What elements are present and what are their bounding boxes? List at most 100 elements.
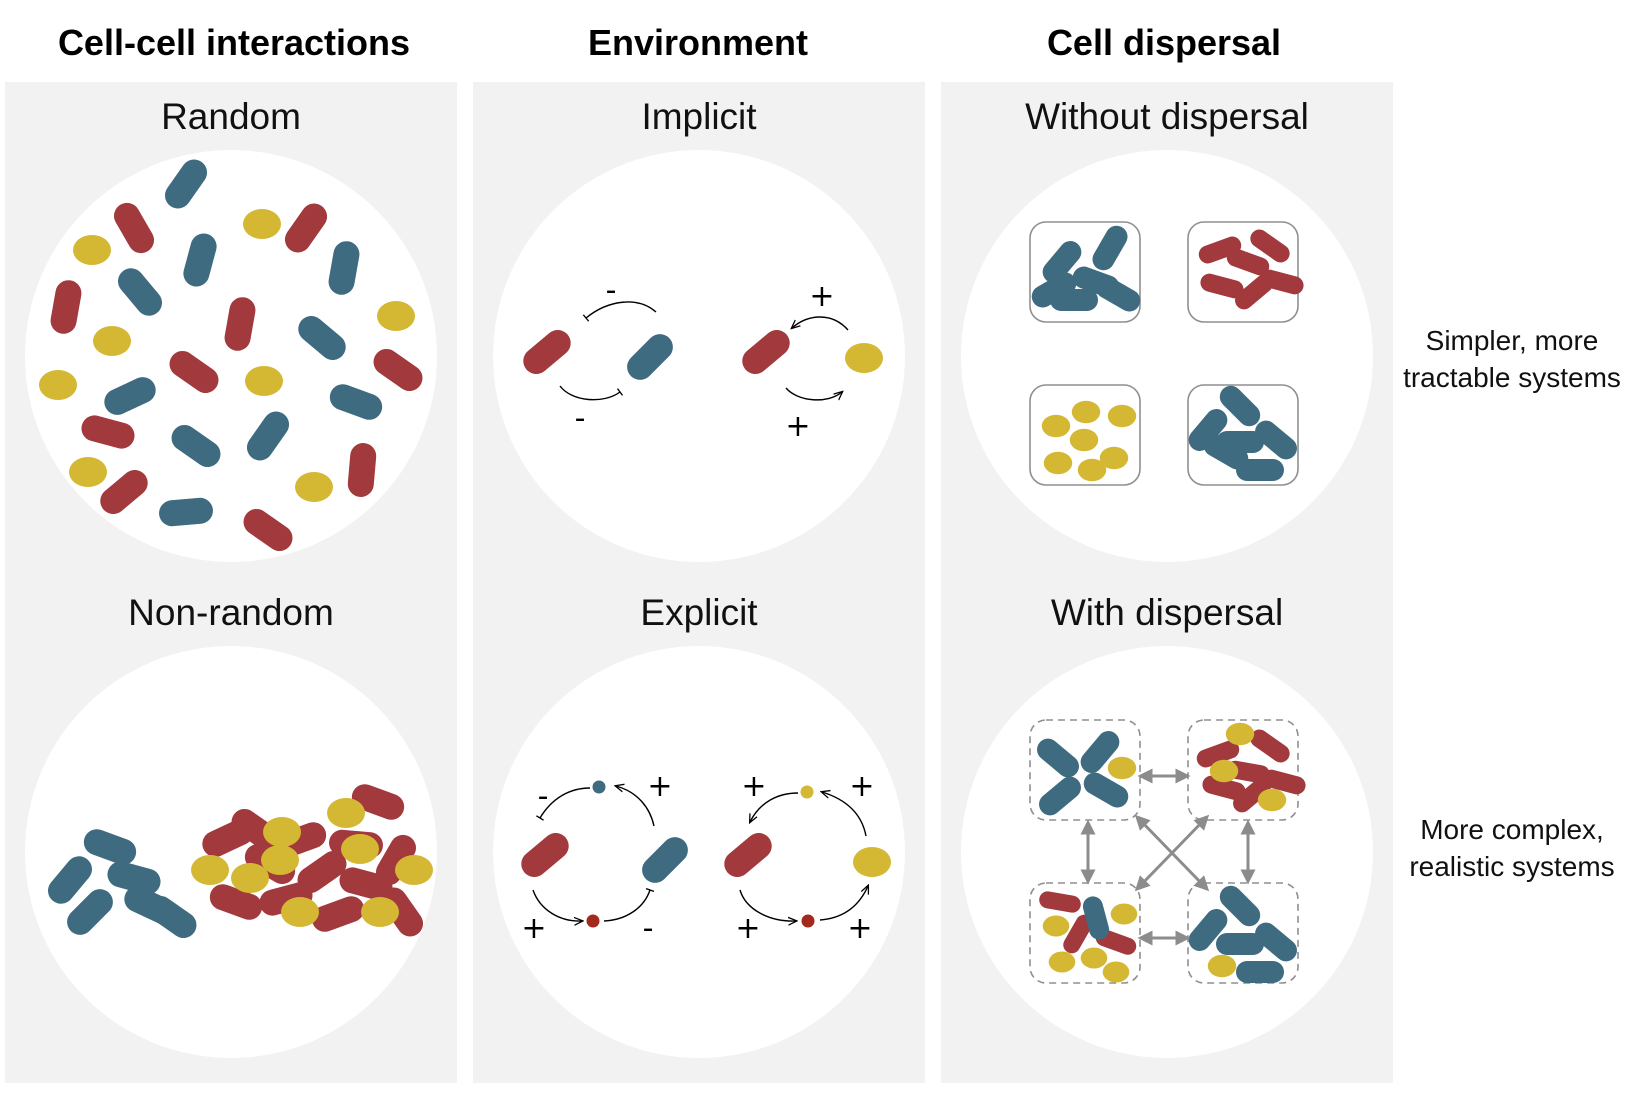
minus-sign: - xyxy=(606,273,617,308)
yellow-cell xyxy=(1102,961,1130,983)
yellow-cell xyxy=(295,472,333,502)
red-cell xyxy=(1262,769,1306,795)
blue-cell xyxy=(1083,772,1129,808)
red-cell xyxy=(376,834,416,886)
yellow-cell xyxy=(1069,428,1099,452)
blue-cell xyxy=(627,334,673,380)
yellow-cell xyxy=(93,326,131,356)
interaction-arrow xyxy=(792,316,849,331)
yellow-cell xyxy=(69,457,107,487)
red-cell xyxy=(373,348,423,392)
blue-cell xyxy=(104,377,156,415)
blue-cell xyxy=(1188,909,1228,951)
yellow-cell xyxy=(845,343,883,373)
label-complex-line1: More complex, xyxy=(1420,814,1604,845)
red-cell xyxy=(1260,269,1304,295)
metabolite-dot xyxy=(800,785,814,799)
blue-cell xyxy=(107,861,161,895)
blue-cell xyxy=(642,837,688,883)
interaction-arrow xyxy=(536,787,591,821)
plus-sign: + xyxy=(521,911,546,946)
blue-cell xyxy=(147,895,197,939)
red-cell xyxy=(523,330,571,374)
interaction-arrow xyxy=(822,792,867,837)
yellow-cell xyxy=(377,301,415,331)
red-cell xyxy=(1226,760,1270,784)
red-cell xyxy=(1202,775,1246,801)
blue-cell xyxy=(328,241,360,295)
red-cell xyxy=(311,896,365,932)
red-cell xyxy=(380,887,424,937)
blue-cell xyxy=(1255,922,1297,962)
plus-sign: + xyxy=(785,409,810,444)
red-cell xyxy=(1200,273,1244,299)
interaction-arrow xyxy=(532,889,582,921)
plus-sign: + xyxy=(849,769,874,804)
yellow-cell xyxy=(341,834,379,864)
yellow-cell xyxy=(39,370,77,400)
yellow-cell xyxy=(1099,446,1129,470)
red-cell xyxy=(297,850,347,894)
red-cell xyxy=(1039,891,1081,913)
yellow-cell xyxy=(245,366,283,396)
red-cell xyxy=(742,330,790,374)
blue-cell xyxy=(1255,420,1297,460)
blue-cell xyxy=(1039,776,1081,816)
blue-cell xyxy=(1219,885,1261,927)
metabolite-dot xyxy=(801,914,815,928)
subtitle-with-dispersal: With dispersal xyxy=(1050,592,1284,633)
yellow-cell xyxy=(327,798,365,828)
interaction-arrow xyxy=(559,385,624,401)
blue-cell xyxy=(183,233,217,287)
minus-sign: - xyxy=(643,911,654,946)
red-cell xyxy=(1063,914,1093,954)
red-cell xyxy=(50,280,82,334)
plus-sign: + xyxy=(741,769,766,804)
blue-cell xyxy=(1216,933,1264,955)
blue-cell xyxy=(118,268,162,316)
plus-sign: + xyxy=(647,769,672,804)
red-cell xyxy=(243,508,293,552)
interaction-arrow xyxy=(785,387,842,401)
blue-cell xyxy=(1219,385,1261,427)
interaction-arrow xyxy=(819,886,868,921)
label-complex-systems: More complex, realistic systems xyxy=(1392,811,1632,885)
red-cell xyxy=(81,415,135,449)
blue-cell xyxy=(1050,289,1098,311)
blue-cell xyxy=(159,497,213,527)
yellow-cell xyxy=(1048,951,1076,973)
blue-cell xyxy=(1095,276,1141,312)
circle-without-dispersal xyxy=(961,150,1373,562)
plus-sign: + xyxy=(735,911,760,946)
subtitle-non-random: Non-random xyxy=(128,592,334,633)
dispersal-arrow xyxy=(1134,814,1210,892)
blue-cell xyxy=(83,829,137,865)
red-cell xyxy=(114,202,154,254)
metabolite-dot xyxy=(586,914,600,928)
red-cell xyxy=(347,443,377,497)
red-cell xyxy=(209,884,263,920)
yellow-cell xyxy=(1207,954,1237,978)
interaction-arrow xyxy=(750,792,799,822)
blue-cell xyxy=(246,411,290,461)
label-complex-line2: realistic systems xyxy=(1409,851,1615,882)
red-cell xyxy=(521,833,569,877)
blue-cell xyxy=(171,424,221,468)
plus-sign: + xyxy=(847,911,872,946)
yellow-cell xyxy=(1107,756,1137,780)
yellow-cell xyxy=(1071,400,1101,424)
blue-cell xyxy=(1037,738,1079,778)
column-title-cell-cell-interactions: Cell-cell interactions xyxy=(57,22,411,63)
blue-cell xyxy=(1236,961,1284,983)
blue-cell xyxy=(1042,241,1082,283)
interaction-arrow xyxy=(582,301,657,322)
label-simpler-line2: tractable systems xyxy=(1403,362,1621,393)
blue-cell xyxy=(1236,459,1284,481)
yellow-cell xyxy=(263,817,301,847)
yellow-cell xyxy=(191,855,229,885)
subtitle-implicit: Implicit xyxy=(641,96,757,137)
red-cell xyxy=(1226,248,1270,276)
red-cell xyxy=(284,203,328,253)
blue-cell xyxy=(1188,409,1228,451)
